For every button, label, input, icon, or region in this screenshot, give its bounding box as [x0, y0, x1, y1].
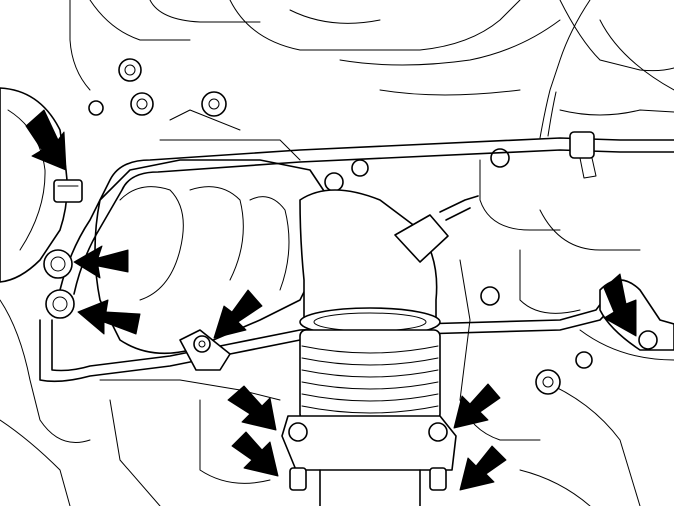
- oil-line-fittings: [43, 179, 83, 319]
- arrow-icon: [459, 445, 507, 491]
- arrow-icon: [73, 245, 129, 279]
- arrow-icon: [231, 431, 279, 477]
- flange-nut-top-left: [288, 422, 308, 442]
- exhaust-manifold: [94, 109, 331, 355]
- arrow-icon: [603, 273, 637, 337]
- arrow-icon: [453, 383, 501, 429]
- bracket-assembly: [179, 329, 231, 371]
- background-bolts: [88, 58, 593, 395]
- flange-nut-top-right: [428, 422, 448, 442]
- flange-nut-bottom-left: [289, 467, 307, 491]
- downpipe-bellows: [299, 189, 479, 421]
- arrow-icon: [77, 299, 141, 335]
- arrow-icon: [227, 385, 277, 431]
- arrow-icon: [213, 289, 263, 339]
- turbo-flange-bolt-top: [53, 179, 83, 203]
- banjo-bolt-upper: [43, 249, 73, 279]
- bracket-nut: [193, 335, 211, 353]
- flange-nut-bottom-right: [429, 467, 447, 491]
- downpipe-flange: [281, 415, 457, 506]
- arrow-icon: [25, 109, 67, 171]
- callout-arrows: [25, 109, 637, 491]
- banjo-bolt-lower: [45, 289, 75, 319]
